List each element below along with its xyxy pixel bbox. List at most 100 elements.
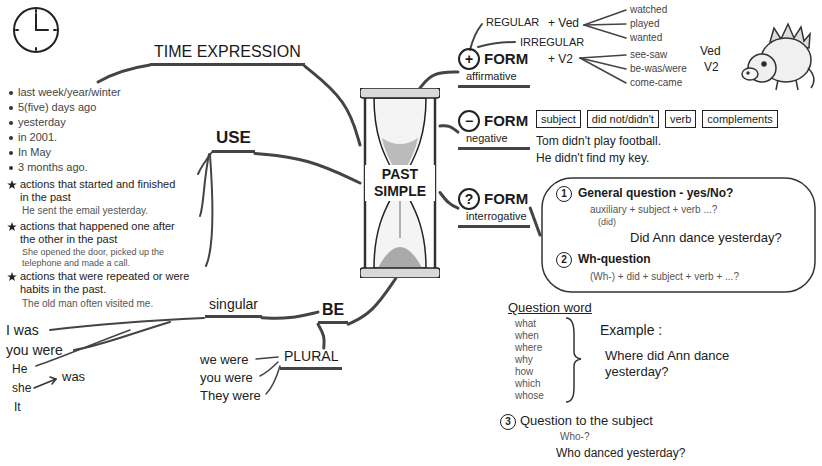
bullet-dot bbox=[9, 166, 13, 170]
label-text: Where did Ann dance yesterday? bbox=[605, 348, 755, 379]
label-text: She opened the door, picked up the telep… bbox=[22, 247, 192, 269]
label-text: It bbox=[14, 400, 21, 414]
bullet-dot bbox=[9, 121, 13, 125]
branch-stroke bbox=[98, 65, 150, 82]
label-text: REGULAR bbox=[486, 16, 539, 29]
node-text: affirmative bbox=[466, 70, 528, 83]
label-text: actions that happened one after the othe… bbox=[20, 220, 190, 246]
label-text: you were bbox=[6, 342, 63, 359]
label-text: last week/year/winter bbox=[18, 86, 121, 99]
node-text: interrogative bbox=[466, 210, 528, 223]
label-text: He sent the email yesterday. bbox=[22, 205, 148, 217]
hourglass-plate bbox=[360, 88, 440, 98]
clock-icon bbox=[35, 14, 37, 30]
clock-icon bbox=[54, 29, 56, 31]
form-branch: +FORMaffirmative bbox=[458, 48, 530, 88]
label-text: see-saw bbox=[630, 49, 667, 61]
node-text: (Wh-) + did + subject + verb + ...? bbox=[590, 271, 739, 283]
dragon-illustration bbox=[762, 62, 766, 66]
branch-connector bbox=[440, 126, 458, 132]
label-text: IRREGULAR bbox=[520, 36, 584, 49]
node-text: complements bbox=[707, 112, 772, 126]
label-text: + Ved bbox=[548, 16, 579, 30]
label-text: what bbox=[515, 318, 536, 330]
label-text: Who danced yesterday? bbox=[556, 446, 685, 460]
dragon-illustration bbox=[776, 80, 778, 90]
node-text: verb bbox=[670, 112, 691, 126]
branch-connector bbox=[262, 312, 318, 318]
node-text: BE bbox=[322, 300, 344, 319]
form-branch: ?FORMinterrogative bbox=[458, 188, 530, 228]
label-text: Question to the subject bbox=[520, 413, 653, 429]
sub-branch-label: singular bbox=[205, 296, 262, 318]
branch-connector bbox=[530, 208, 540, 235]
curly-brace bbox=[566, 318, 581, 402]
label-text: Example : bbox=[600, 322, 662, 339]
branch-stroke bbox=[584, 25, 626, 38]
label-text: I was bbox=[6, 322, 39, 339]
node-text: 1 bbox=[556, 186, 572, 202]
label-text: why bbox=[515, 354, 533, 366]
label-text: was bbox=[62, 369, 85, 385]
node-text: 2 bbox=[556, 252, 572, 268]
branch-stroke bbox=[206, 155, 212, 266]
branch-stroke bbox=[266, 366, 280, 394]
node-text: ? bbox=[458, 188, 480, 210]
branch-stroke bbox=[200, 154, 209, 216]
dragon-illustration bbox=[747, 72, 749, 74]
cloud-shape bbox=[542, 178, 815, 292]
label-text: wanted bbox=[630, 32, 662, 44]
curly-brace bbox=[566, 318, 581, 402]
branch-stroke bbox=[478, 42, 515, 47]
branch-label: BE bbox=[318, 300, 348, 324]
clock-icon bbox=[16, 29, 18, 31]
hourglass-plate bbox=[360, 268, 440, 278]
clock-icon bbox=[35, 48, 37, 50]
pointer-arrow bbox=[50, 377, 56, 384]
label-text: 3 months ago. bbox=[18, 161, 88, 174]
node-text: PLURAL bbox=[284, 348, 338, 365]
clock-icon bbox=[35, 10, 37, 12]
label-text: watched bbox=[630, 4, 667, 16]
branch-label: USE bbox=[212, 128, 255, 153]
branch-connector bbox=[420, 72, 458, 88]
label-text: where bbox=[515, 342, 542, 354]
form-branch: −FORMnegative bbox=[458, 110, 530, 150]
label-text: yesterday bbox=[18, 116, 66, 129]
star-bullet bbox=[7, 272, 17, 281]
branch-connector bbox=[440, 193, 458, 209]
star-bullet bbox=[7, 222, 17, 231]
node-text: (did) bbox=[598, 217, 616, 228]
label-text: Tom didn't play football. bbox=[536, 134, 661, 148]
branch-stroke bbox=[580, 58, 626, 69]
dragon-illustration bbox=[808, 68, 814, 88]
node-text: + bbox=[458, 48, 480, 70]
branch-stroke bbox=[256, 357, 278, 359]
label-text: in 2001. bbox=[18, 131, 57, 144]
node-text: FORM bbox=[484, 112, 528, 130]
label-text: when bbox=[515, 330, 539, 342]
star-bullet bbox=[7, 180, 17, 281]
node-text: did not/didn't bbox=[592, 112, 654, 126]
label-text: The old man often visited me. bbox=[22, 298, 153, 310]
label-text: In May bbox=[18, 146, 51, 159]
star-bullet bbox=[7, 180, 17, 189]
label-text: Ved bbox=[700, 44, 721, 58]
branch-stroke bbox=[50, 318, 204, 330]
node-text: subject bbox=[541, 112, 576, 126]
label-text: He bbox=[12, 362, 27, 376]
label-text: actions that started and finished in the… bbox=[20, 178, 185, 204]
bullet-dot bbox=[9, 91, 13, 95]
dragon-illustration bbox=[742, 68, 758, 80]
label-text: 5(five) days ago bbox=[18, 101, 96, 114]
question-cloud: 1General question - yes/No?auxiliary + s… bbox=[540, 176, 817, 294]
hourglass-node: PAST SIMPLE bbox=[360, 88, 440, 278]
bullet-dot bbox=[9, 106, 13, 110]
branch-label: TIME EXPRESSION bbox=[150, 42, 305, 66]
label-text: whose bbox=[515, 390, 544, 402]
clock-icon bbox=[36, 29, 48, 31]
node-text: singular bbox=[209, 296, 258, 313]
branch-connector bbox=[305, 66, 360, 145]
node-text: USE bbox=[216, 128, 251, 148]
label-text: actions that were repeated or were habit… bbox=[20, 270, 190, 296]
